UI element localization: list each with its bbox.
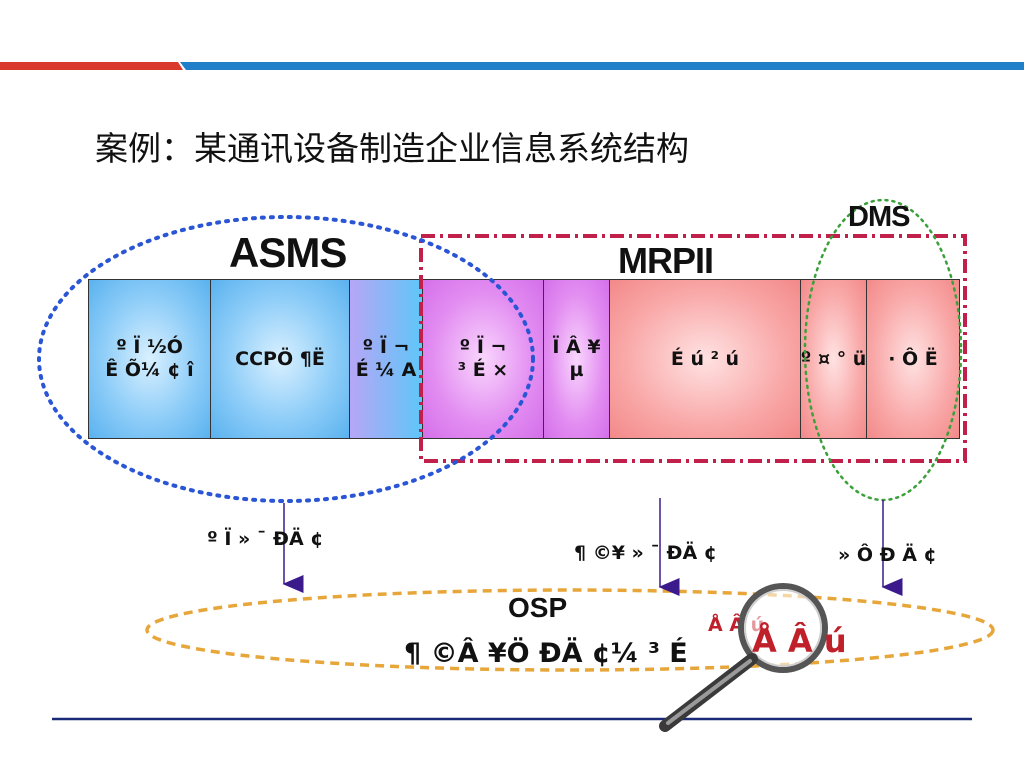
- dms-label: DMS: [848, 201, 910, 233]
- magnifier-large-text: Å Â ú: [752, 622, 847, 660]
- mrp-label: MRPII: [618, 240, 714, 281]
- magnifier-icon: [659, 583, 828, 732]
- module-cell: · Ô Ë: [866, 279, 960, 439]
- flow-label-right: » Ô Ð Ä ¢: [838, 544, 937, 566]
- module-cell: Ï Â ¥ µ: [543, 279, 610, 439]
- asms-label: ASMS: [229, 229, 347, 276]
- osp-subtitle: ¶ ©Â ¥Ö ÐÄ ¢¼ ³ É: [404, 638, 688, 669]
- banner-red-segment: [0, 62, 183, 70]
- module-cell: É ú ² ú: [609, 279, 801, 439]
- module-cell: º ¤ ° ü: [800, 279, 867, 439]
- osp-title: OSP: [508, 592, 568, 623]
- module-cell: CCPÖ ¶Ë: [210, 279, 350, 439]
- flow-label-left: º Ï » ¯ ÐÄ ¢: [207, 528, 324, 550]
- page-title: 案例：某通讯设备制造企业信息系统结构: [95, 129, 689, 168]
- module-cell: º Ï ¬ ³ É ×: [422, 279, 544, 439]
- top-banner: [0, 62, 1024, 70]
- flow-label-middle: ¶ ©¥ » ¯ ÐÄ ¢: [574, 542, 718, 564]
- magnifier-lens: [738, 583, 828, 673]
- module-cell: º Ï ½Ó Ê Õ¼ ¢ î: [88, 279, 211, 439]
- module-cell: º Ï ¬ É ¼ A: [349, 279, 423, 439]
- banner-blue-segment: [180, 62, 1024, 70]
